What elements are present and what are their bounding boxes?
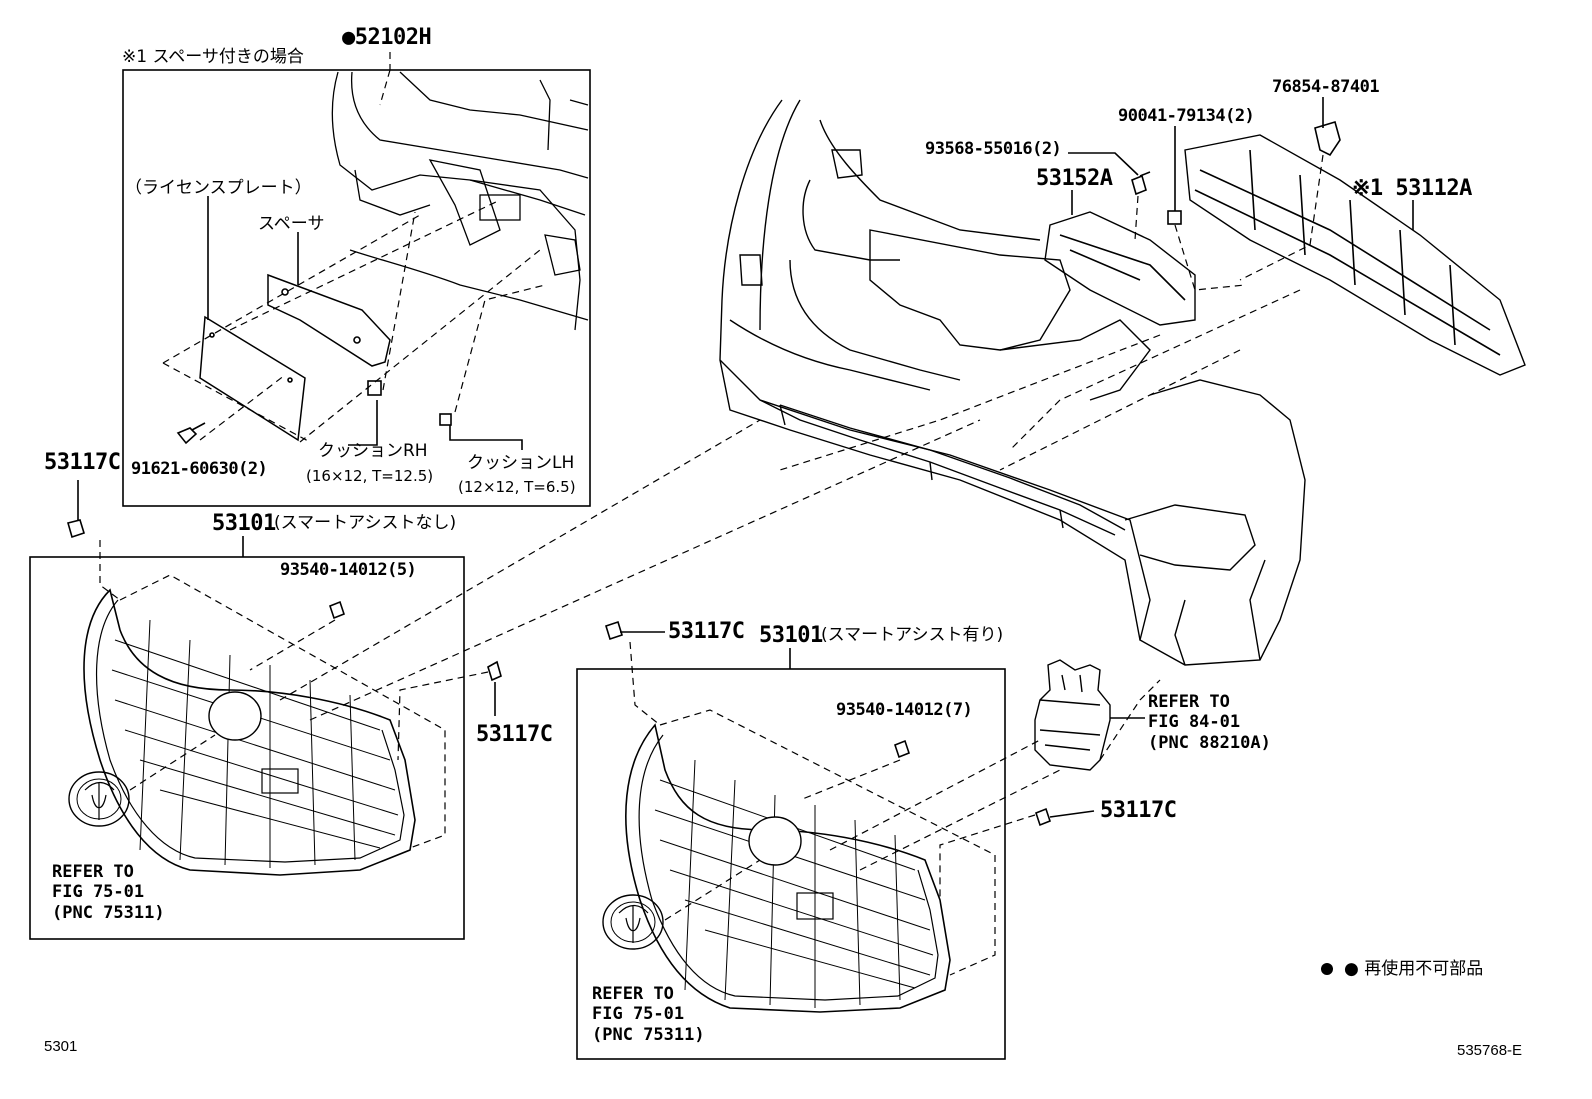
spacer-label: スペーサ bbox=[258, 214, 325, 234]
part-53101-label-a[interactable]: 53101 bbox=[212, 511, 276, 536]
part-53117c-label-c[interactable]: 53117C bbox=[668, 619, 745, 644]
part-53117c-label-a[interactable]: 53117C bbox=[44, 450, 121, 475]
ref-b-line1: REFER TO bbox=[592, 984, 674, 1004]
ref-a-line2: FIG 75-01 bbox=[52, 882, 145, 903]
part-93540-label-b[interactable]: 93540-14012(7) bbox=[836, 700, 973, 720]
part-53152a-label[interactable]: 53152A bbox=[1036, 166, 1113, 191]
part-52102h-label[interactable]: ●52102H bbox=[342, 25, 432, 50]
grille-a-shape bbox=[83, 588, 416, 876]
lower-grille-shape bbox=[1184, 134, 1526, 376]
spacer-note-label: ※1 スペーサ付きの場合 bbox=[122, 47, 304, 67]
spacer-shape bbox=[267, 273, 391, 367]
ref-c-line3: (PNC 88210A) bbox=[1148, 732, 1271, 753]
ref-c-line1: REFER TO bbox=[1148, 692, 1230, 712]
ref-b-line3: (PNC 75311) bbox=[592, 1024, 705, 1045]
cushion-lh-dim: (12×12, T=6.5) bbox=[458, 478, 576, 496]
part-53112a-label[interactable]: ※1 53112A bbox=[1352, 176, 1472, 201]
cushion-lh-label: クッションLH bbox=[467, 453, 575, 473]
part-93540-label-a[interactable]: 93540-14012(5) bbox=[280, 560, 417, 580]
grille-b-shape bbox=[625, 723, 951, 1013]
inset-bumper-sketch bbox=[331, 71, 589, 331]
part-53117c-label-b[interactable]: 53117C bbox=[476, 722, 553, 747]
ref-b-line2: FIG 75-01 bbox=[592, 1004, 685, 1025]
sensor-bracket-shape bbox=[1034, 659, 1111, 771]
ref-a-line1: REFER TO bbox=[52, 862, 134, 882]
license-plate-label: （ライセンスプレート） bbox=[125, 178, 312, 198]
ref-c-line2: FIG 84-01 bbox=[1148, 712, 1241, 733]
grille-b-note: (スマートアシスト有り) bbox=[821, 625, 1004, 645]
page-code: 5301 bbox=[44, 1038, 78, 1055]
bumper-sketch bbox=[719, 99, 1306, 666]
part-90041-label[interactable]: 90041-79134(2) bbox=[1118, 106, 1255, 126]
refer-fig-75-01-b[interactable]: REFER TO FIG 75-01 (PNC 75311) bbox=[592, 984, 705, 1045]
retainer-shape bbox=[1044, 211, 1196, 326]
part-93568-label[interactable]: 93568-55016(2) bbox=[925, 139, 1062, 159]
grille-b-mesh bbox=[654, 759, 934, 1008]
inset-frame bbox=[122, 69, 591, 507]
part-53117c-label-d[interactable]: 53117C bbox=[1100, 798, 1177, 823]
grille-a-frame bbox=[29, 556, 465, 940]
cushion-rh-dim: (16×12, T=12.5) bbox=[306, 467, 434, 485]
cushion-rh-label: クッションRH bbox=[318, 441, 428, 461]
plate-shape bbox=[199, 315, 306, 442]
part-53101-label-b[interactable]: 53101 bbox=[759, 623, 823, 648]
ref-a-line3: (PNC 75311) bbox=[52, 902, 165, 923]
grille-b-frame bbox=[576, 668, 1006, 1060]
refer-fig-84-01[interactable]: REFER TO FIG 84-01 (PNC 88210A) bbox=[1148, 692, 1271, 753]
grille-a-note: (スマートアシストなし) bbox=[274, 513, 457, 533]
drawing-code: 535768-E bbox=[1457, 1042, 1523, 1059]
part-91621-label[interactable]: 91621-60630(2) bbox=[131, 459, 268, 479]
refer-fig-75-01-a[interactable]: REFER TO FIG 75-01 (PNC 75311) bbox=[52, 862, 165, 923]
legend-non-reusable: ● 再使用不可部品 bbox=[1344, 959, 1484, 979]
part-76854-label[interactable]: 76854-87401 bbox=[1272, 77, 1380, 97]
grille-a-mesh bbox=[111, 619, 399, 868]
